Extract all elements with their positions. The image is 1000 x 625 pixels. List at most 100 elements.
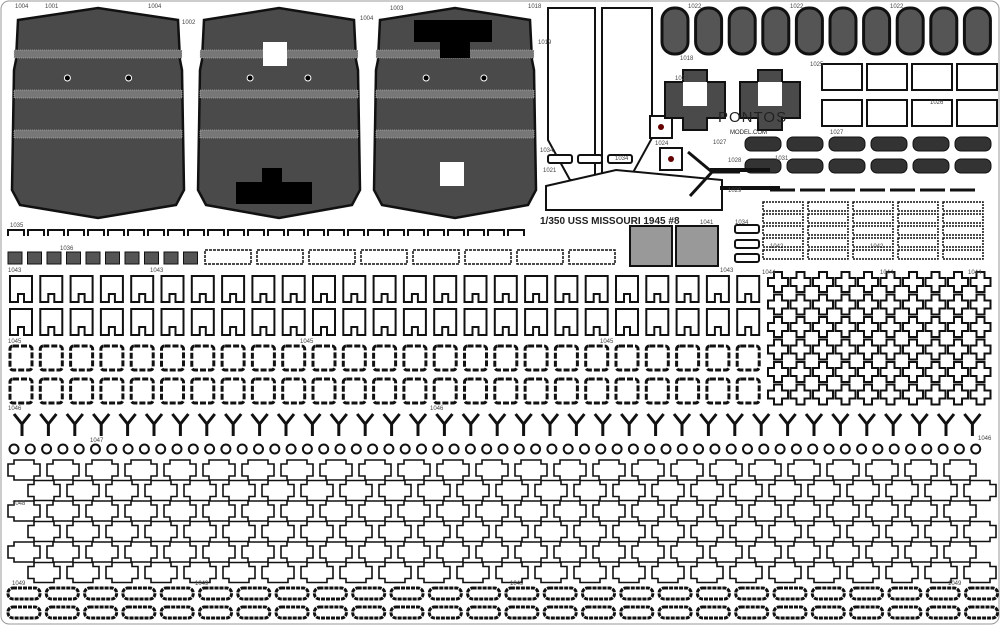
deck-panel-center [196,6,362,220]
part-1044-cross [789,293,812,316]
part-1043 [675,308,700,336]
part-1046-y [303,413,322,436]
part-1025-frame [821,63,863,91]
part-1044-cross [879,293,902,316]
part-1049-ring [772,605,808,620]
part-1046-y [646,413,665,436]
part-1047-ring [497,443,509,455]
part-1035-bracket [427,229,445,236]
part-label-1028: 1028 [728,158,742,164]
part-1045 [584,377,610,405]
part-1036-block [144,251,159,265]
part-1044-cross [879,383,902,406]
part-1047-ring [155,443,167,455]
part-1049-ring [849,586,885,601]
part-1028-tripod [687,150,740,198]
part-1035-bracket [207,229,225,236]
part-1042-ladder [942,237,984,248]
part-1042-ladder [897,201,939,212]
part-1022-oval [862,6,892,56]
part-1047-ring [595,443,607,455]
part-1048-box [183,561,217,584]
part-1045 [493,377,519,405]
part-label-1019: 1019 [538,40,552,46]
part-1035-bracket [187,229,205,236]
part-1049-ring [312,586,348,601]
part-1048-box [105,561,139,584]
part-1042-ladder [852,237,894,248]
part-1048-box [963,520,997,543]
part-label-1001: 1001 [45,4,59,10]
part-1035-bracket [487,229,505,236]
part-1047-ring [138,443,150,455]
part-1046-y [778,413,797,436]
part-1046-y [963,413,982,436]
deck-hole [246,74,254,82]
part-1045 [220,377,246,405]
part-1042-ladder [807,249,849,260]
part-1022-oval [794,6,824,56]
part-1049-ring [695,605,731,620]
deck-hatch-opening [440,162,464,186]
part-1037-ladder [256,249,304,265]
part-1048-box [612,561,646,584]
part-1047-ring [187,443,199,455]
part-1044-cross [879,271,902,293]
part-1047-ring [823,443,835,455]
part-label-1045: 1045 [300,339,314,345]
part-1045 [311,344,337,372]
part-1047-ring [644,443,656,455]
part-1043 [99,275,124,303]
part-1023-center [683,82,707,106]
part-1046-y [620,413,639,436]
deck-panels [10,6,538,220]
part-1048-box [924,561,958,584]
part-1044-cross [812,271,834,293]
part-1047-ring [236,443,248,455]
part-1044-cross [834,361,857,383]
part-1042-ladder [852,249,894,260]
part-1044-cross [834,316,857,338]
part-1047-ring [921,443,933,455]
part-1043 [130,308,155,336]
part-1049-ring [734,586,770,601]
part-1022-oval [694,6,724,56]
part-1043 [9,308,33,336]
part-1049-ring [83,605,119,620]
part-1049-ring [389,605,425,620]
part-1047-ring [970,443,982,455]
part-1035-bracket [47,229,65,236]
part-1047-ring [90,443,101,455]
part-1037-ladder [464,249,512,265]
part-1043 [705,275,730,303]
part-1027-boat [912,136,950,152]
deck-tread-strip [13,129,183,139]
part-label-1022: 1022 [688,4,702,10]
part-1044-cross [947,293,969,316]
part-1042-ladder [897,237,939,248]
part-1037-ladder [568,249,616,265]
part-1043 [39,308,64,336]
part-1021-shelter [545,168,723,211]
part-1049-ring [44,586,80,601]
part-1022-oval [761,6,791,56]
part-1049-ring [274,605,310,620]
part-1045 [341,344,367,372]
part-1043 [402,308,427,336]
part-label-1046: 1046 [430,406,444,412]
part-1022-oval [962,6,992,56]
part-1049-ring [6,605,42,620]
part-1043 [584,275,609,303]
part-label-1045: 1045 [8,339,22,345]
part-1049-ring [198,605,233,620]
part-1049-ring [159,605,195,620]
part-1047-ring [530,443,542,455]
part-1043 [69,275,94,303]
deck-hole [125,74,133,82]
part-label-1034: 1034 [615,156,629,162]
part-1049-ring [83,586,119,601]
part-1044-cross [969,271,992,293]
part-1035-bracket [467,229,485,236]
part-1049-ring [581,605,616,620]
